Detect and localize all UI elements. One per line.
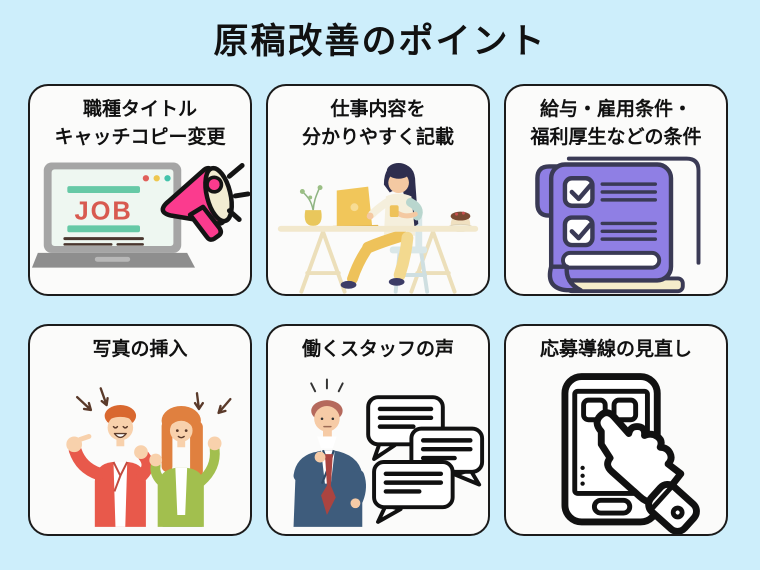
card-title-line: 写真の挿入 xyxy=(92,339,188,360)
staff-speech-bubbles-icon xyxy=(293,378,485,527)
card-photos: 写真の挿入 xyxy=(28,324,252,536)
megaphone-icon xyxy=(160,165,234,243)
card-conditions: 給与・雇用条件・ 福利厚生などの条件 xyxy=(504,84,728,296)
sound-lines-icon xyxy=(226,163,250,223)
card-job-description-heading: 仕事内容を 分かりやすく記載 xyxy=(302,96,454,151)
speech-bubble-3 xyxy=(372,459,455,524)
desk-icon xyxy=(299,229,457,294)
plant-vase-icon xyxy=(299,185,323,226)
card-title-line: 応募導線の見直し xyxy=(539,339,692,360)
checkbox-row-2 xyxy=(562,215,658,248)
scroll-bottom-curl xyxy=(547,264,583,293)
card-title-line: 給与・雇用条件・ xyxy=(539,99,692,120)
sparkle-lines xyxy=(310,378,344,392)
card-grid: 職種タイトル キャッチコピー変更 JOB xyxy=(28,84,728,536)
laptop-yellow-icon xyxy=(330,186,380,230)
card-staff-voice-heading: 働くスタッフの声 xyxy=(302,336,454,364)
card-staff-voice: 働くスタッフの声 xyxy=(266,324,490,536)
scroll-shadow-outline xyxy=(566,156,701,265)
laptop-megaphone-icon: JOB xyxy=(31,162,250,268)
card-title-line: 福利厚生などの条件 xyxy=(530,126,702,148)
card-title-line: キャッチコピー変更 xyxy=(54,126,226,148)
scroll-white-pill xyxy=(561,251,662,270)
laptop-screen-text: JOB xyxy=(74,198,132,226)
smartphone-tap-illustration xyxy=(506,364,726,534)
card-title-line: 働くスタッフの声 xyxy=(301,339,454,360)
woman-figure xyxy=(149,405,222,527)
page-title: 原稿改善のポイント xyxy=(213,22,547,61)
card-title-line: 分かりやすく記載 xyxy=(301,126,454,148)
card-job-description: 仕事内容を 分かりやすく記載 xyxy=(266,84,490,296)
emphasis-arrows-right xyxy=(193,391,232,414)
woman-figure xyxy=(340,163,423,289)
staff-speech-bubbles-illustration xyxy=(268,364,488,534)
card-title-line: 職種タイトル xyxy=(82,99,197,120)
checklist-scroll-illustration xyxy=(506,151,726,294)
emphasis-arrows-left xyxy=(75,386,109,411)
card-application-flow-heading: 応募導線の見直し xyxy=(540,336,692,364)
cheering-people-illustration xyxy=(30,364,250,534)
card-job-title: 職種タイトル キャッチコピー変更 JOB xyxy=(28,84,252,296)
checklist-scroll-icon xyxy=(535,156,701,294)
woman-working-desk-icon xyxy=(277,163,479,294)
cheering-people-icon xyxy=(66,386,232,527)
laptop-icon: JOB xyxy=(31,162,196,268)
smartphone-tap-icon xyxy=(561,372,700,534)
suit-man-figure xyxy=(293,399,366,527)
tapping-hand-icon xyxy=(593,408,700,534)
card-photos-heading: 写真の挿入 xyxy=(92,336,187,364)
card-job-title-heading: 職種タイトル キャッチコピー変更 xyxy=(54,96,225,151)
card-title-line: 仕事内容を xyxy=(330,99,426,120)
checkbox-row-1 xyxy=(562,176,658,209)
desk-top xyxy=(277,225,479,232)
woman-working-desk-illustration xyxy=(268,151,488,294)
card-application-flow: 応募導線の見直し xyxy=(504,324,728,536)
laptop-megaphone-illustration: JOB xyxy=(30,151,250,294)
card-conditions-heading: 給与・雇用条件・ 福利厚生などの条件 xyxy=(530,96,701,151)
man-figure xyxy=(66,404,154,527)
